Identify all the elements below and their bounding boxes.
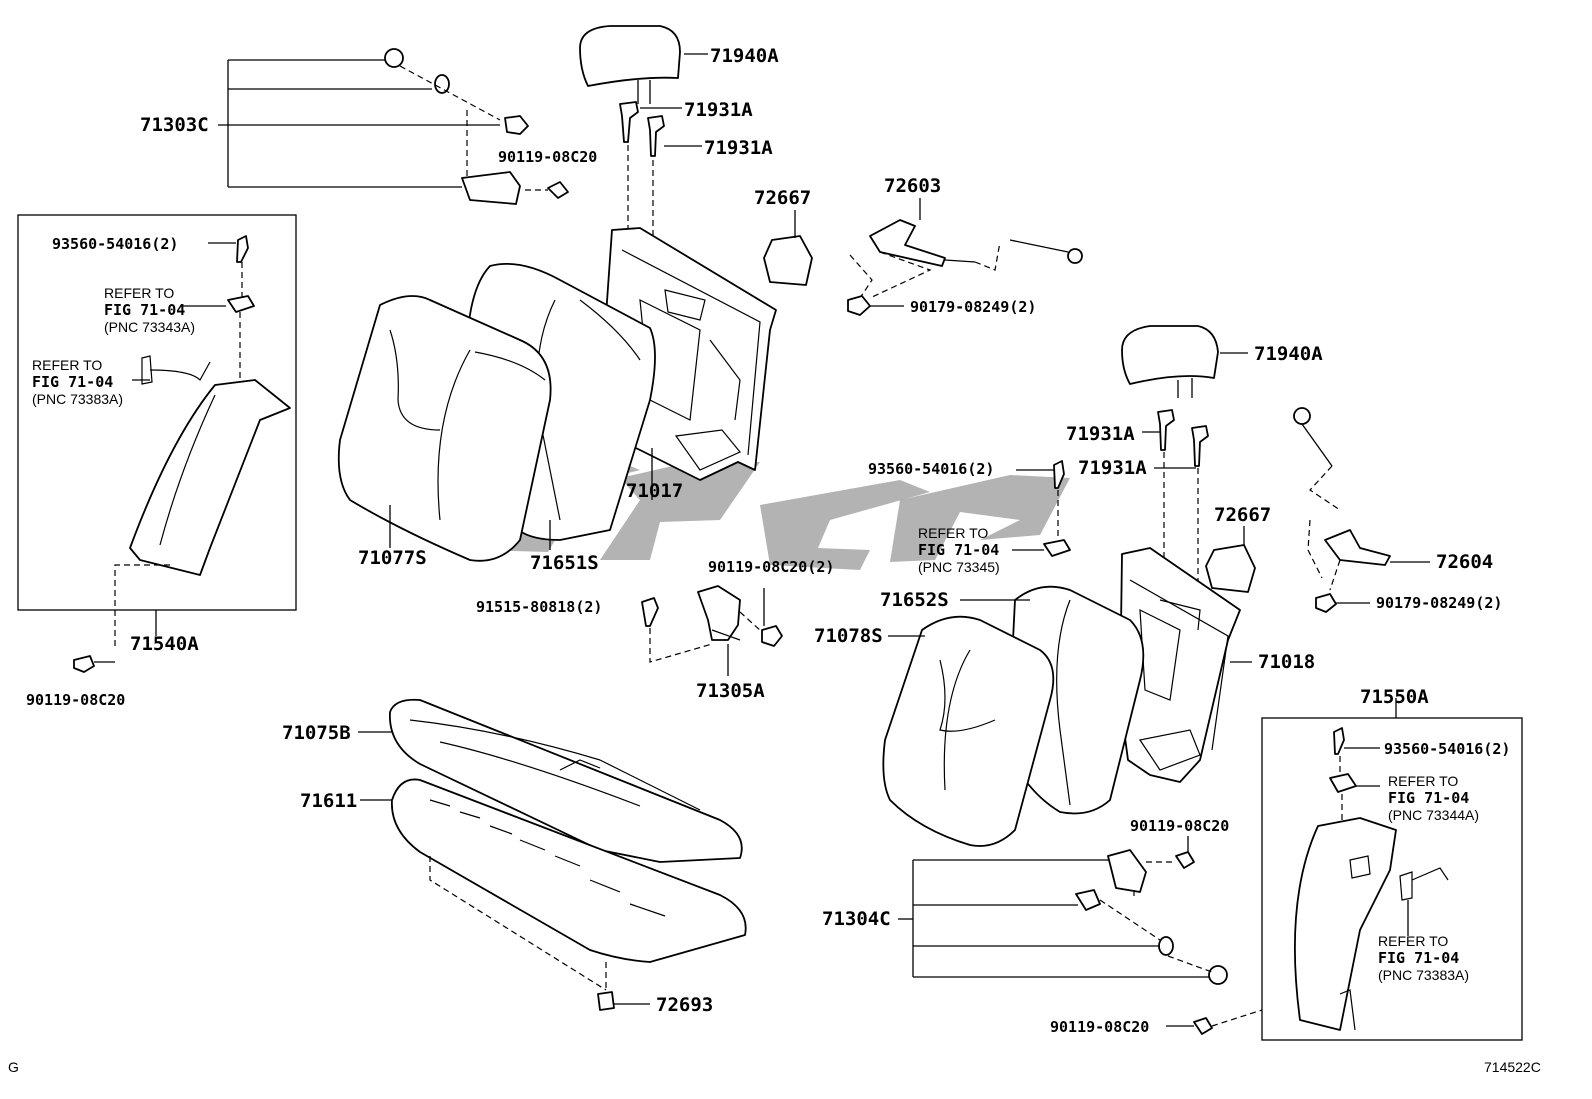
side-bolster-71550a bbox=[1166, 698, 1449, 1035]
label-72604: 72604 bbox=[1436, 551, 1493, 573]
bolt-icon-hinge-2 bbox=[761, 625, 783, 647]
label-71017: 71017 bbox=[626, 480, 683, 502]
label-71303c: 71303C bbox=[140, 114, 209, 136]
label-91515-80818: 91515-80818(2) bbox=[476, 598, 602, 616]
label-71611: 71611 bbox=[300, 790, 357, 812]
reference-note-4: REFER TO FIG 71-04 (PNC 73344A) bbox=[1388, 773, 1479, 823]
ref-line: REFER TO bbox=[104, 285, 174, 301]
label-71651s: 71651S bbox=[530, 552, 599, 574]
label-72667-top: 72667 bbox=[754, 187, 811, 209]
ref-line: REFER TO bbox=[1388, 773, 1458, 789]
ref-pnc: (PNC 73345) bbox=[918, 559, 1000, 575]
lock-assembly-72604 bbox=[1293, 407, 1430, 613]
ref-fig: FIG 71-04 bbox=[1378, 949, 1459, 967]
reference-note-1: REFER TO FIG 71-04 (PNC 73343A) bbox=[104, 285, 195, 335]
label-71931a-4: 71931A bbox=[1078, 457, 1147, 479]
bolt-icon-left bbox=[236, 235, 249, 263]
latch-cover-72667-right bbox=[1205, 526, 1256, 593]
ref-pnc: (PNC 73383A) bbox=[1378, 967, 1469, 983]
label-93560-54016-right: 93560-54016(2) bbox=[1384, 740, 1510, 758]
label-72603: 72603 bbox=[884, 175, 941, 197]
headrest-support-icon bbox=[619, 101, 639, 143]
label-90179-08249-top: 90179-08249(2) bbox=[910, 298, 1036, 316]
label-71304c: 71304C bbox=[822, 908, 891, 930]
group-box-71550a bbox=[1261, 717, 1523, 1041]
ref-pnc: (PNC 73343A) bbox=[104, 319, 195, 335]
seatback-cover-71652s bbox=[960, 585, 1145, 815]
lock-assembly-72603 bbox=[847, 198, 1083, 316]
label-71077s: 71077S bbox=[358, 547, 427, 569]
seatback-pad-71078s bbox=[882, 615, 1055, 847]
label-71540a: 71540A bbox=[130, 633, 199, 655]
grommet-icon bbox=[434, 74, 450, 94]
headrest-71940a-right bbox=[1121, 325, 1248, 590]
label-90119-08c20-2-mid: 90119-08C20(2) bbox=[708, 558, 834, 576]
label-71305a: 71305A bbox=[696, 680, 765, 702]
headrest-support-icon-2 bbox=[647, 115, 665, 157]
side-bolster-71540a bbox=[73, 235, 291, 673]
label-72693: 72693 bbox=[656, 994, 713, 1016]
label-71652s: 71652S bbox=[880, 589, 949, 611]
nut-icon bbox=[847, 295, 871, 316]
bolt-group-middle-right bbox=[1012, 460, 1071, 557]
reference-note-5: REFER TO FIG 71-04 (PNC 73383A) bbox=[1378, 933, 1469, 983]
seatback-pad-71077s bbox=[337, 295, 552, 562]
label-71940a-top: 71940A bbox=[710, 45, 779, 67]
bracket-71304c-group bbox=[898, 836, 1228, 985]
ref-line: REFER TO bbox=[32, 357, 102, 373]
ref-fig: FIG 71-04 bbox=[1388, 789, 1469, 807]
bolt-icon-hinge bbox=[641, 597, 659, 627]
bolt-icon-bottom-left bbox=[73, 655, 95, 673]
label-93560-54016-mid: 93560-54016(2) bbox=[868, 460, 994, 478]
ref-fig: FIG 71-04 bbox=[918, 541, 999, 559]
ref-fig: FIG 71-04 bbox=[104, 301, 185, 319]
clip-icon-72693 bbox=[597, 991, 615, 1011]
label-71940a-right: 71940A bbox=[1254, 343, 1323, 365]
label-71018: 71018 bbox=[1258, 651, 1315, 673]
label-90119-08c20-bottom: 90119-08C20 bbox=[1050, 1018, 1149, 1036]
hinge-71305a bbox=[641, 585, 783, 676]
headrest-71940a-top bbox=[579, 25, 708, 250]
seatback-frame-71018 bbox=[1119, 547, 1252, 783]
label-90179-08249-right: 90179-08249(2) bbox=[1376, 594, 1502, 612]
seat-cushion-pad-71611 bbox=[360, 778, 747, 1011]
corner-code-right: 714522C bbox=[1484, 1059, 1541, 1075]
label-90119-08c20-left: 90119-08C20 bbox=[26, 691, 125, 709]
reference-note-3: REFER TO FIG 71-04 (PNC 73345) bbox=[918, 525, 1000, 575]
ref-fig: FIG 71-04 bbox=[32, 373, 113, 391]
ref-line: REFER TO bbox=[918, 525, 988, 541]
corner-code-left: G bbox=[8, 1059, 19, 1075]
seat-cushion-71075b bbox=[358, 698, 743, 863]
group-box-71540a bbox=[17, 214, 297, 611]
label-93560-54016-left: 93560-54016(2) bbox=[52, 235, 178, 253]
clip-ref-icon bbox=[227, 295, 255, 313]
label-72667-right: 72667 bbox=[1214, 504, 1271, 526]
ref-pnc: (PNC 73383A) bbox=[32, 391, 123, 407]
reference-note-2: REFER TO FIG 71-04 (PNC 73383A) bbox=[32, 357, 123, 407]
label-71550a: 71550A bbox=[1360, 686, 1429, 708]
label-71931a-3: 71931A bbox=[1066, 423, 1135, 445]
bracket-icon bbox=[461, 171, 521, 205]
label-90119-08c20-right: 90119-08C20 bbox=[1130, 817, 1229, 835]
bracket-71303c-group bbox=[218, 48, 569, 205]
latch-cover-72667-top bbox=[763, 210, 813, 286]
screw-icon bbox=[504, 115, 529, 135]
label-71931a-2: 71931A bbox=[704, 137, 773, 159]
ref-line: REFER TO bbox=[1378, 933, 1448, 949]
label-71078s: 71078S bbox=[814, 625, 883, 647]
label-90119-08c20-top: 90119-08C20 bbox=[498, 148, 597, 166]
ref-pnc: (PNC 73344A) bbox=[1388, 807, 1479, 823]
label-71075b: 71075B bbox=[282, 722, 351, 744]
clip-icon bbox=[384, 48, 404, 68]
bolt-icon bbox=[547, 181, 569, 199]
label-71931a-1: 71931A bbox=[684, 99, 753, 121]
